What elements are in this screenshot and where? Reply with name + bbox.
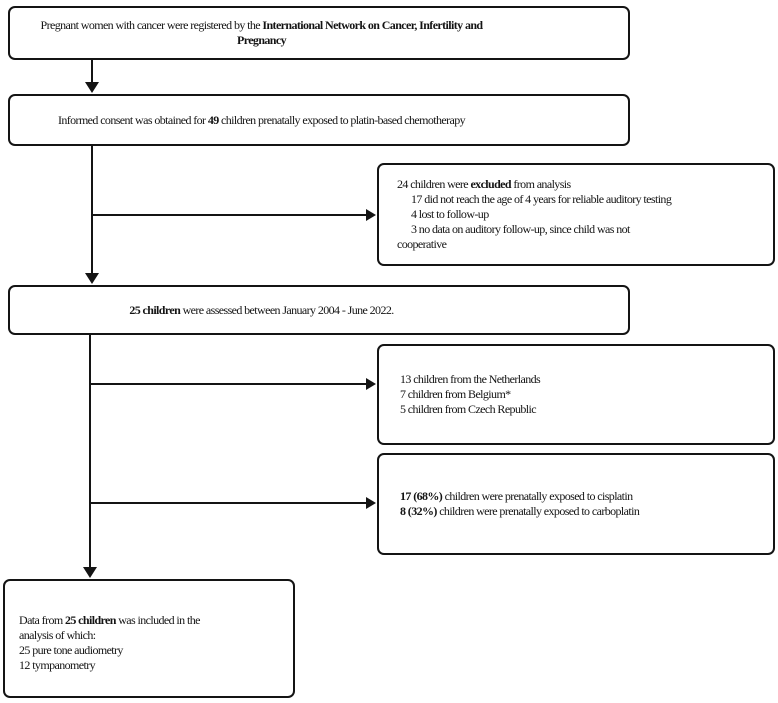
excluded-line1-post: from analysis — [510, 177, 571, 191]
included-line-1: Data from 25 children was included in th… — [19, 613, 283, 628]
box-countries: 13 children from the Netherlands 7 child… — [377, 344, 775, 445]
included-line1-bold: 25 children — [64, 613, 116, 627]
consent-text-post: children prenatally exposed to platin-ba… — [218, 112, 466, 127]
excluded-line-2: 17 did not reach the age of 4 years for … — [411, 192, 672, 206]
arrow-line-consent-to-assessed — [91, 146, 93, 275]
assessed-text-bold: 25 children — [129, 302, 181, 317]
included-line-4: 12 tympanometry — [19, 658, 96, 672]
exposure-line1-post: children were prenatally exposed to cisp… — [442, 489, 634, 503]
box-included: Data from 25 children was included in th… — [3, 579, 295, 698]
arrow-head-branch-exposure — [366, 497, 376, 509]
assessed-text-post: were assessed between January 2004 - Jun… — [180, 302, 395, 317]
countries-line-3: 5 children from Czech Republic — [400, 402, 537, 416]
included-line-2: analysis of which: — [19, 628, 96, 642]
arrow-line-branch-exposure — [90, 502, 367, 504]
exposure-line2-bold: 8 (32%) — [400, 504, 437, 518]
exposure-line-1: 17 (68%) children were prenatally expose… — [400, 489, 765, 504]
box-registry-text: Pregnant women with cancer were register… — [40, 18, 484, 48]
exposure-line1-bold: 17 (68%) — [400, 489, 443, 503]
box-exposure: 17 (68%) children were prenatally expose… — [377, 453, 775, 555]
excluded-line-3: 4 lost to follow-up — [411, 207, 489, 221]
excluded-line-4: 3 no data on auditory follow-up, since c… — [411, 222, 630, 236]
countries-line-2: 7 children from Belgium* — [400, 387, 511, 401]
arrow-line-branch-excluded — [92, 214, 367, 216]
countries-line-1: 13 children from the Netherlands — [400, 372, 541, 386]
box-assessed: 25 children were assessed between Januar… — [8, 285, 630, 335]
arrow-head-branch-countries — [366, 378, 376, 390]
box-excluded: 24 children were excluded from analysis … — [377, 163, 775, 266]
box-assessed-text: 25 children were assessed between Januar… — [129, 302, 395, 318]
box-consent-text: Informed consent was obtained for 49 chi… — [57, 112, 466, 128]
consent-text-pre: Informed consent was obtained for — [57, 112, 208, 127]
included-line1-post: was included in the — [115, 613, 200, 627]
box-registry: Pregnant women with cancer were register… — [8, 6, 630, 60]
arrow-line-branch-countries — [90, 383, 367, 385]
arrow-head-consent-to-assessed — [85, 273, 99, 284]
excluded-line-1: 24 children were excluded from analysis — [397, 177, 765, 192]
excluded-line1-pre: 24 children were — [397, 177, 471, 191]
included-line1-pre: Data from — [19, 613, 65, 627]
arrow-line-registry-to-consent — [91, 60, 93, 84]
arrow-line-assessed-to-included — [89, 335, 91, 569]
registry-text-pre: Pregnant women with cancer were register… — [40, 18, 263, 32]
registry-text-bold-line2: Pregnancy — [236, 33, 287, 47]
excluded-line-5: cooperative — [397, 237, 447, 251]
included-line-3: 25 pure tone audiometry — [19, 643, 123, 657]
arrow-head-assessed-to-included — [83, 567, 97, 578]
arrow-head-registry-to-consent — [85, 82, 99, 93]
exposure-line-2: 8 (32%) children were prenatally exposed… — [400, 504, 765, 519]
box-consent: Informed consent was obtained for 49 chi… — [8, 94, 630, 146]
excluded-line1-bold: excluded — [470, 177, 511, 191]
registry-text-bold-line1: International Network on Cancer, Inferti… — [262, 18, 483, 32]
exposure-line2-post: children were prenatally exposed to carb… — [436, 504, 640, 518]
arrow-head-branch-excluded — [366, 209, 376, 221]
consent-text-bold: 49 — [207, 112, 219, 127]
